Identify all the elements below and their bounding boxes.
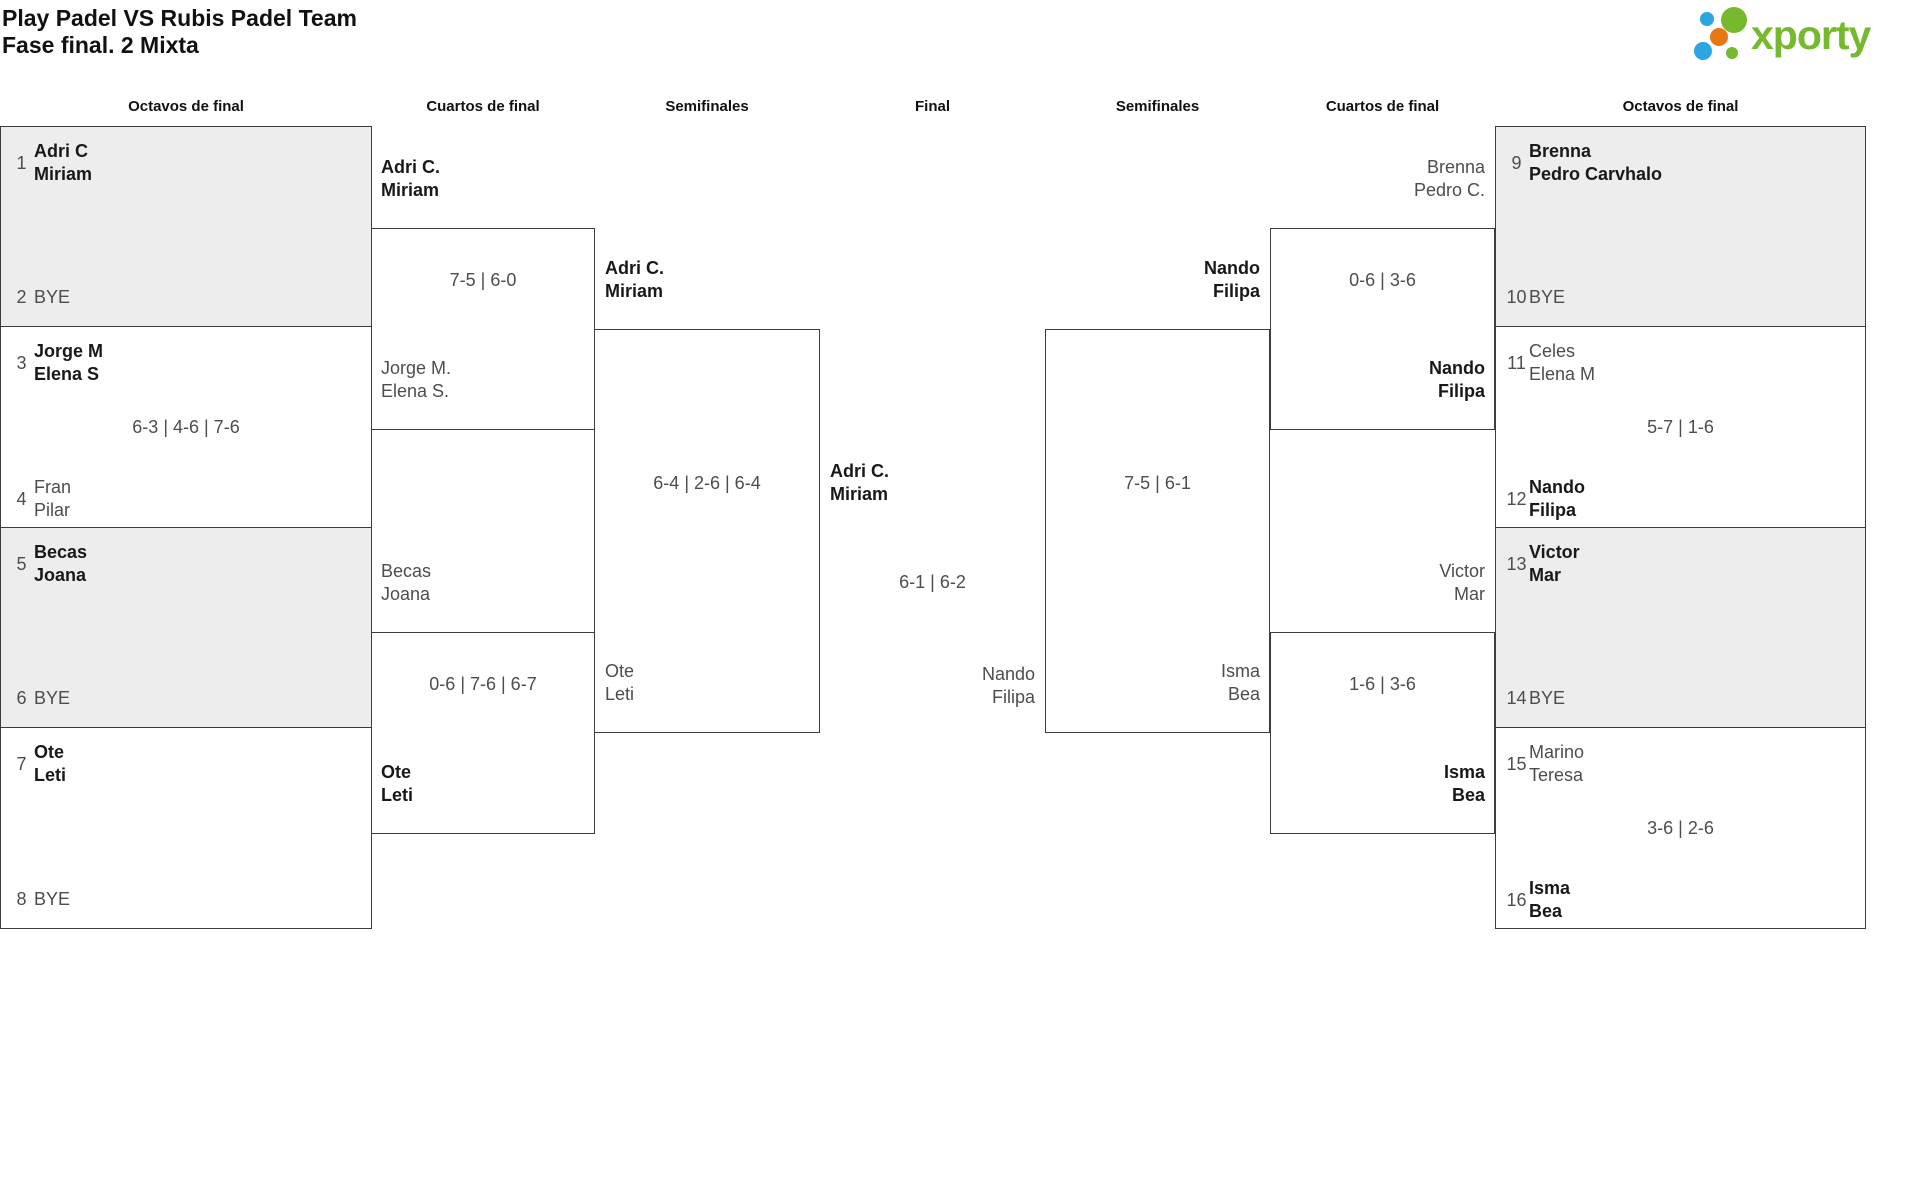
- team-isma-bea: Isma Bea: [1529, 878, 1571, 921]
- seed-11: 11: [1507, 352, 1526, 373]
- match-box-11-12: 11 Celes Elena M 5-7 | 1-6 12 Nando Fili…: [1495, 326, 1866, 528]
- sf-team-adri-miriam: Adri C.Miriam: [605, 258, 665, 301]
- round-header-sf-left: Semifinales: [665, 98, 749, 115]
- logo-dot-green-small: [1726, 47, 1738, 59]
- seed-5: 5: [16, 553, 27, 574]
- qf-team-jorge-elena: Jorge M.Elena S.: [381, 358, 452, 401]
- logo-dot-blue-large: [1694, 42, 1712, 60]
- seed-10: 10: [1506, 287, 1527, 307]
- seed-2: 2: [16, 287, 27, 307]
- team-bye: BYE: [34, 688, 71, 708]
- seed-13: 13: [1506, 553, 1527, 574]
- sf-left-connector: [594, 329, 820, 733]
- final-score: 6-1 | 6-2: [899, 572, 966, 592]
- match-box-13-14: 13 Victor Mar 14 BYE: [1495, 527, 1866, 728]
- qf-score-right-lower: 1-6 | 3-6: [1349, 674, 1416, 694]
- seed-9: 9: [1511, 152, 1522, 173]
- page-title: Play Padel VS Rubis Padel Team: [2, 5, 357, 31]
- team-bye: BYE: [34, 287, 71, 307]
- sf-right-connector: [1045, 329, 1270, 733]
- round-header-sf-right: Semifinales: [1115, 98, 1200, 115]
- qf-right-lower-connector: [1270, 632, 1495, 834]
- team-adri-miriam: Adri C Miriam: [34, 141, 93, 184]
- seed-7: 7: [16, 753, 27, 774]
- team-bye: BYE: [34, 889, 71, 909]
- logo-wordmark: xporty: [1751, 12, 1871, 58]
- seed-4: 4: [16, 488, 27, 509]
- qf-score-left-upper: 7-5 | 6-0: [449, 270, 517, 290]
- team-brenna-pedro: Brenna Pedro Carvhalo: [1529, 141, 1663, 184]
- qf-right-upper-connector: [1270, 228, 1495, 430]
- page-subtitle: Fase final. 2 Mixta: [2, 32, 199, 58]
- round-header-qf-right: Cuartos de final: [1325, 98, 1440, 115]
- seed-8: 8: [16, 889, 27, 909]
- match-box-15-16: 15 Marino Teresa 3-6 | 2-6 16 Isma Bea: [1495, 727, 1866, 929]
- team-bye: BYE: [1529, 688, 1566, 708]
- seed-1: 1: [16, 152, 27, 173]
- qf-score-left-lower: 0-6 | 7-6 | 6-7: [429, 674, 537, 694]
- team-ote-leti: Ote Leti: [34, 742, 67, 785]
- sf-score-right: 7-5 | 6-1: [1124, 473, 1191, 493]
- logo-dot-orange: [1710, 28, 1728, 46]
- team-bye: BYE: [1529, 287, 1566, 307]
- team-victor-mar: Victor Mar: [1529, 542, 1580, 585]
- seed-16: 16: [1506, 889, 1527, 910]
- seed-3: 3: [16, 352, 27, 373]
- logo-dot-green-large: [1721, 7, 1747, 33]
- seed-14: 14: [1506, 688, 1527, 708]
- final-winner: Adri C.Miriam: [830, 461, 890, 504]
- match-score: 3-6 | 2-6: [1647, 818, 1714, 838]
- team-jorge-elena: Jorge M Elena S: [34, 341, 104, 384]
- round-header-r16-right: Octavos de final: [1622, 98, 1739, 115]
- team-becas-joana: Becas Joana: [34, 542, 88, 585]
- team-marino-teresa: Marino Teresa: [1529, 742, 1585, 785]
- match-score: 6-3 | 4-6 | 7-6: [132, 417, 240, 437]
- match-box-9-10: 9 Brenna Pedro Carvhalo 10 BYE: [1495, 126, 1866, 327]
- round-header-r16-left: Octavos de final: [128, 98, 244, 115]
- match-box-3-4: 3 Jorge M Elena S 6-3 | 4-6 | 7-6 4 Fran…: [0, 326, 372, 528]
- seed-15: 15: [1506, 753, 1527, 774]
- team-celes-elena: Celes Elena M: [1529, 341, 1596, 384]
- match-box-7-8: 7 Ote Leti 8 BYE: [0, 727, 372, 929]
- team-fran-pilar: Fran Pilar: [34, 477, 72, 520]
- sf-score-left: 6-4 | 2-6 | 6-4: [653, 473, 761, 493]
- match-score: 5-7 | 1-6: [1647, 417, 1714, 437]
- match-box-1-2: 1 Adri C Miriam 2 BYE: [0, 126, 372, 327]
- match-box-5-6: 5 Becas Joana 6 BYE: [0, 527, 372, 728]
- logo-dot-blue-small: [1700, 12, 1714, 26]
- qf-score-right-upper: 0-6 | 3-6: [1349, 270, 1416, 290]
- round-header-final: Final: [914, 98, 950, 115]
- team-nando-filipa: Nando Filipa: [1529, 477, 1585, 520]
- seed-6: 6: [16, 688, 27, 708]
- round-header-qf-left: Cuartos de final: [426, 98, 540, 115]
- seed-12: 12: [1506, 488, 1527, 509]
- qf-left-lower-connector: [371, 632, 595, 834]
- qf-team-adri-miriam: Adri C.Miriam: [381, 157, 441, 200]
